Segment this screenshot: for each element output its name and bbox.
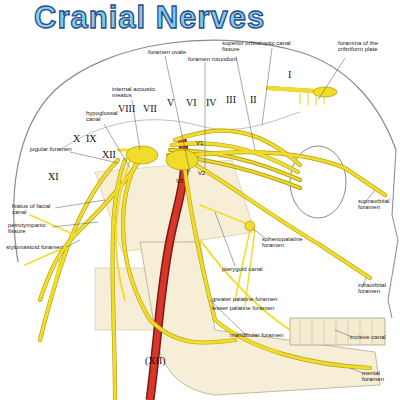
nerve-outline	[123, 165, 235, 343]
nerve-numeral: II	[250, 95, 257, 106]
nerve-numeral: I	[288, 70, 291, 81]
foramen-label: sphenopalatine foramen	[262, 236, 304, 249]
mandibular-nerve	[185, 170, 370, 368]
leader-line	[165, 56, 190, 172]
diagram-title: Cranial Nerves	[34, 0, 265, 36]
foramen-label: foramen ovale	[148, 49, 186, 55]
pterygoid-canal-nerve	[200, 205, 250, 225]
foramen-label: internal acoustic meatus	[112, 86, 156, 99]
leader-line	[318, 58, 345, 100]
foramen-label: stylomastoid foramen	[6, 244, 63, 250]
leader-line	[52, 222, 98, 227]
leader-line	[104, 124, 130, 168]
ophthalmic-nerve	[195, 152, 385, 195]
trigeminal-ganglion	[166, 150, 198, 170]
leader-lines	[52, 48, 375, 374]
nerve-outline	[195, 152, 385, 195]
branch-label: V2	[198, 170, 205, 176]
foramen-label: pterygoid canal	[222, 266, 263, 272]
leader-line	[205, 62, 206, 168]
foramen-label: hypoglossal canal	[86, 110, 122, 123]
foramen-label: petrotympanic fissure	[8, 222, 52, 235]
foramen-label: lesser palatine foramen	[212, 305, 274, 311]
foramen-label: foramen rotundum	[188, 56, 237, 62]
nerve-numeral: VII	[143, 104, 157, 115]
nerve-numeral: (XII)	[145, 356, 166, 367]
nerve-numeral: VI	[186, 98, 197, 109]
hypoglossal-nerve	[123, 165, 235, 343]
skull-outline	[14, 40, 396, 262]
branch-label: V1	[196, 140, 203, 146]
olfactory-bulb	[313, 87, 337, 97]
foramen-label: hiatus of facial canal	[12, 203, 56, 216]
nerve-numeral: XI	[48, 172, 59, 183]
nerve-numeral: XII	[102, 150, 116, 161]
foramen-label: jugular foramen	[30, 146, 72, 152]
pterygopalatine-ganglion	[245, 221, 255, 231]
foramen-label: mental foramen	[362, 370, 398, 383]
nerve-roots	[126, 146, 158, 164]
maxillary-nerve	[196, 165, 370, 278]
foramen-label: supraorbital foramen	[358, 198, 398, 211]
branch-label: V3	[176, 178, 183, 184]
leader-line	[335, 330, 352, 337]
teeth	[300, 318, 372, 345]
foramen-label: mandibular foramen	[230, 332, 283, 338]
leader-line	[66, 240, 80, 247]
maxilla-teeth	[290, 318, 385, 345]
nerve-numeral: V	[167, 98, 174, 109]
foramen-label: greater palatine foramen	[212, 296, 277, 302]
foramen-label: foramina of the cribriform plate	[338, 40, 398, 53]
nerve-outline	[185, 170, 370, 368]
vagus-nerve	[113, 160, 126, 400]
nerve-outlines	[40, 88, 385, 400]
face-profile	[388, 150, 398, 318]
nerve-outline	[113, 160, 126, 400]
foramen-label: incisive canal	[350, 334, 386, 340]
foramen-label: infraorbital foramen	[358, 282, 398, 295]
leader-line	[215, 212, 235, 266]
leader-line	[262, 48, 272, 125]
nerve-numeral: IV	[206, 98, 217, 109]
leader-line	[55, 200, 105, 208]
nerve-numeral: X	[73, 134, 80, 145]
foramen-label: superior orbital fissure	[222, 40, 262, 53]
foramen-label: optic canal	[262, 40, 291, 46]
nerve-numeral: III	[226, 95, 236, 106]
nerve-numeral: IX	[86, 134, 97, 145]
nerve-numeral: VIII	[118, 104, 135, 115]
